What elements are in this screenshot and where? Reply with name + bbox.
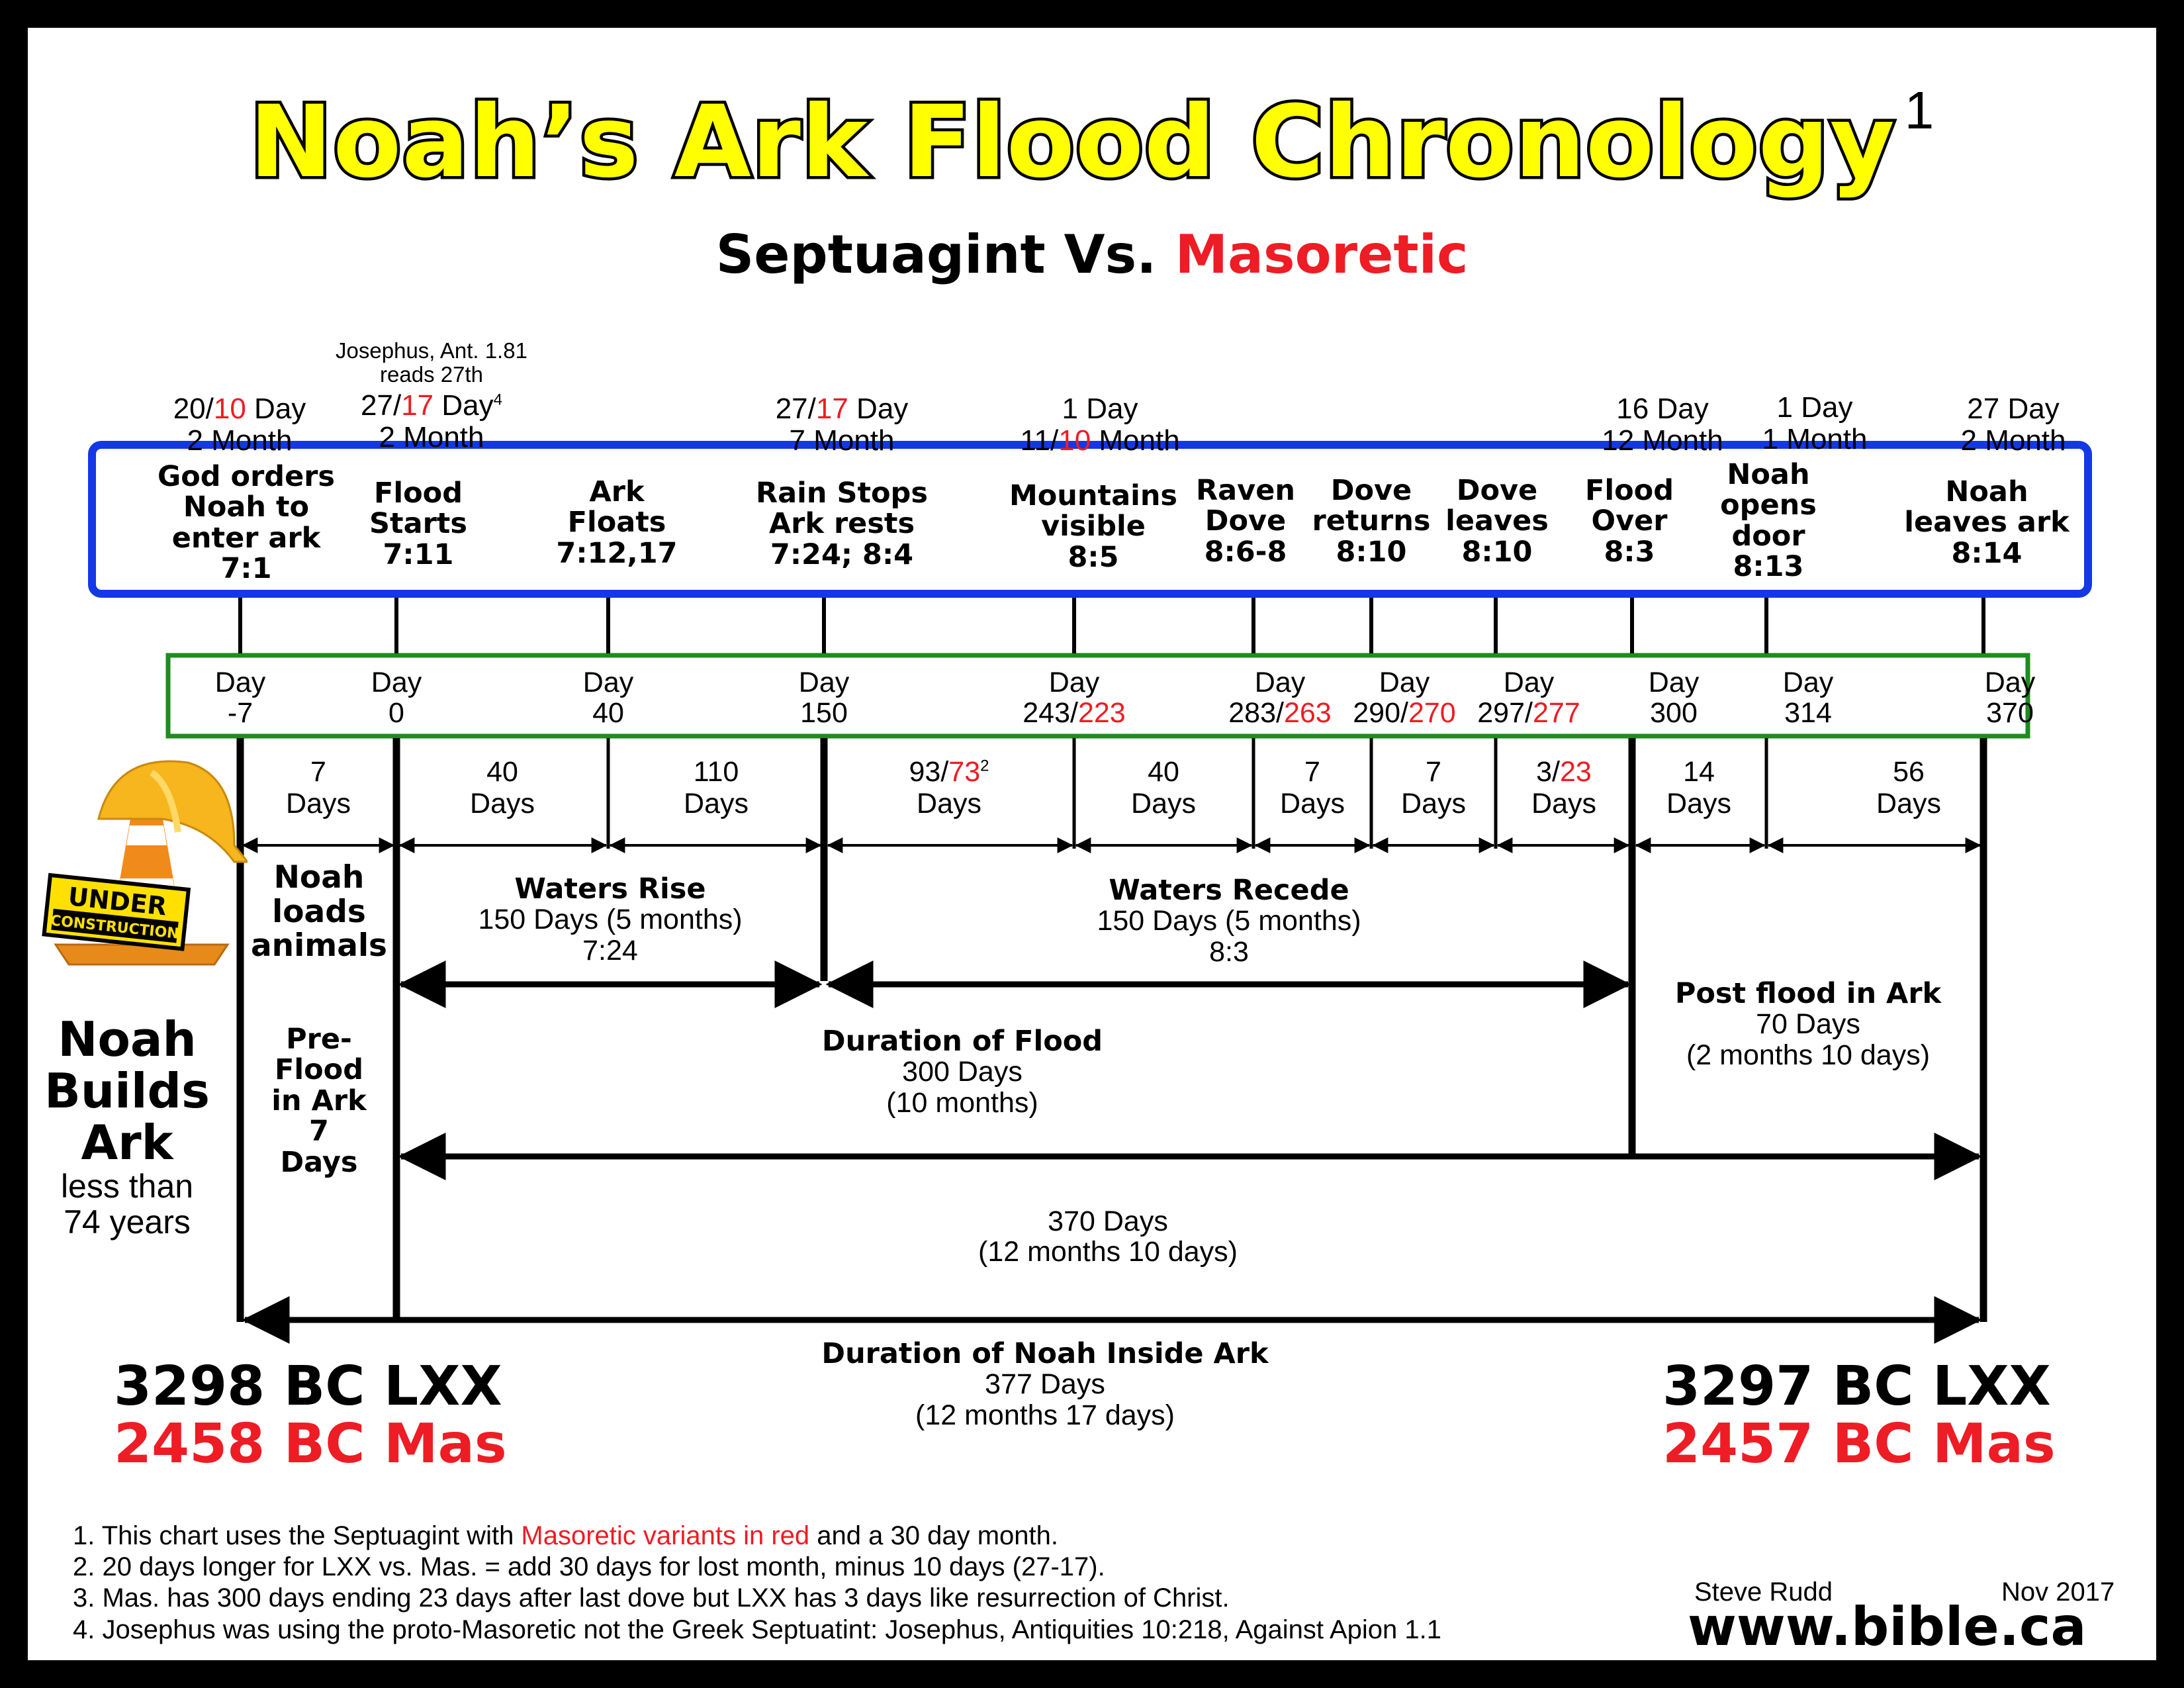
start-year: 3298 BC LXX 2458 BC Mas xyxy=(114,1358,507,1474)
chart-subtitle: Septuagint Vs. Masoretic xyxy=(28,226,2156,283)
day-minus-7: Day-7 xyxy=(214,667,266,729)
footnote-3: 3. Mas. has 300 days ending 23 days afte… xyxy=(73,1583,1230,1613)
footnote-2: 2. 20 days longer for LXX vs. Mas. = add… xyxy=(73,1552,1105,1582)
end-year: 3297 BC LXX 2457 BC Mas xyxy=(1662,1358,2056,1474)
end-year-lxx: 3297 BC LXX xyxy=(1662,1355,2051,1418)
date-5: 16 Day 12 Month xyxy=(1602,393,1723,457)
subtitle-masoretic: Masoretic xyxy=(1175,224,1469,285)
connector-ticks xyxy=(238,598,1985,653)
start-year-mas: 2458 BC Mas xyxy=(114,1412,507,1476)
credit-author: Steve Rudd xyxy=(1694,1577,1833,1607)
start-year-lxx: 3298 BC LXX xyxy=(114,1355,502,1418)
credit-site[interactable]: www.bible.ca xyxy=(1688,1596,2087,1658)
main-verticals xyxy=(236,738,1987,1322)
noah-builds-ark: Noah Builds Ark less than 74 years xyxy=(44,1011,210,1241)
footnote-4: 4. Josephus was using the proto-Masoreti… xyxy=(73,1615,1441,1644)
footnotes: 1. This chart uses the Septuagint with M… xyxy=(73,1521,1441,1646)
credit-date: Nov 2017 xyxy=(2001,1577,2115,1607)
date-7: 27 Day 2 Month xyxy=(1960,393,2066,457)
event-box xyxy=(88,441,2092,598)
date-2: Josephus, Ant. 1.81 reads 27th 27/17 Day… xyxy=(319,339,544,453)
total-370-days: 370 Days(12 months 10 days) xyxy=(978,1205,1238,1268)
period-arrows xyxy=(242,961,1982,1344)
date-1: 20/10 Day 2 Month xyxy=(173,393,306,457)
title-footnote-mark: 1 xyxy=(1904,81,1935,140)
timeline-lines xyxy=(88,441,2092,1344)
josephus-note: Josephus, Ant. 1.81 xyxy=(336,338,527,363)
date-4: 1 Day 11/10 Month xyxy=(1020,393,1180,457)
day-box xyxy=(165,653,2030,739)
title-text: Noah’s Ark Flood Chronology xyxy=(246,85,1897,200)
end-year-mas: 2457 BC Mas xyxy=(1662,1412,2056,1476)
under-construction-icon: UNDER CONSTRUCTION xyxy=(42,760,248,966)
footnote-1: 1. This chart uses the Septuagint with M… xyxy=(73,1521,1058,1550)
date-6: 1 Day 1 Month xyxy=(1762,391,1868,455)
subtitle-septuagint: Septuagint Vs. xyxy=(715,224,1157,285)
date-3: 27/17 Day 7 Month xyxy=(775,393,909,457)
